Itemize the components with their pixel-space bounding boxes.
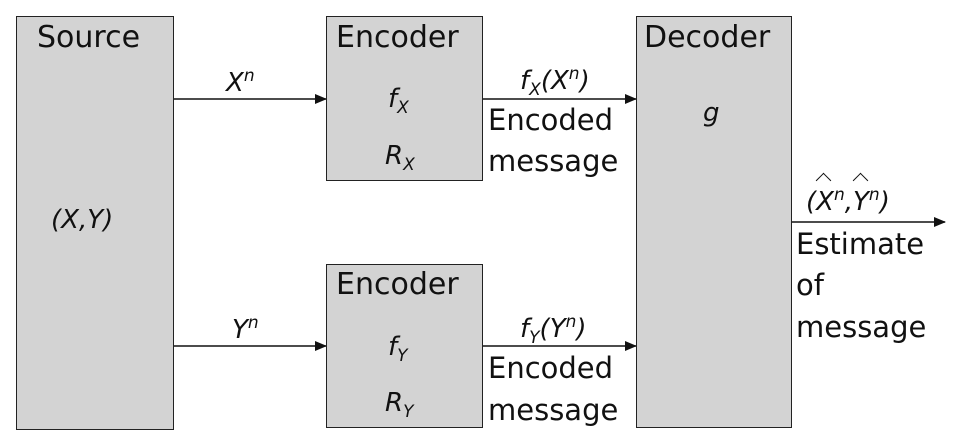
encoder-y-title: Encoder [336,267,459,302]
source-block [16,16,174,430]
caption-estimate-line3: message [796,310,927,344]
encoder-y-block [326,264,483,428]
label-xn: Xn [226,66,255,98]
source-title: Source [37,20,141,55]
caption-estimate-line1: Estimate [796,227,925,261]
source-variables: (X,Y) [51,205,114,235]
hat-y: Yn [853,185,880,217]
encoder-x-block [326,16,483,181]
caption-estimate-line2: of [796,268,824,302]
decoder-function: g [703,98,720,128]
label-fx-xn: fX(Xn) [520,64,590,100]
encoder-x-title: Encoder [336,20,459,55]
caption-encoded-message-x-line2: message [488,144,619,178]
encoder-y-rate: RY [385,388,414,422]
decoder-title: Decoder [644,20,771,55]
label-fy-yn: fY(Yn) [520,312,587,348]
encoder-x-function: fX [388,84,409,118]
label-estimate-xn-yn: (Xn,Yn) [806,185,890,217]
label-yn: Yn [232,313,259,345]
encoder-y-function: fY [388,332,408,366]
decoder-block [636,16,792,428]
caption-encoded-message-x-line1: Encoded [488,103,614,137]
hat-x: Xn [816,185,845,217]
encoder-x-rate: RX [385,141,415,175]
caption-encoded-message-y-line2: message [488,393,619,427]
caption-encoded-message-y-line1: Encoded [488,351,614,385]
